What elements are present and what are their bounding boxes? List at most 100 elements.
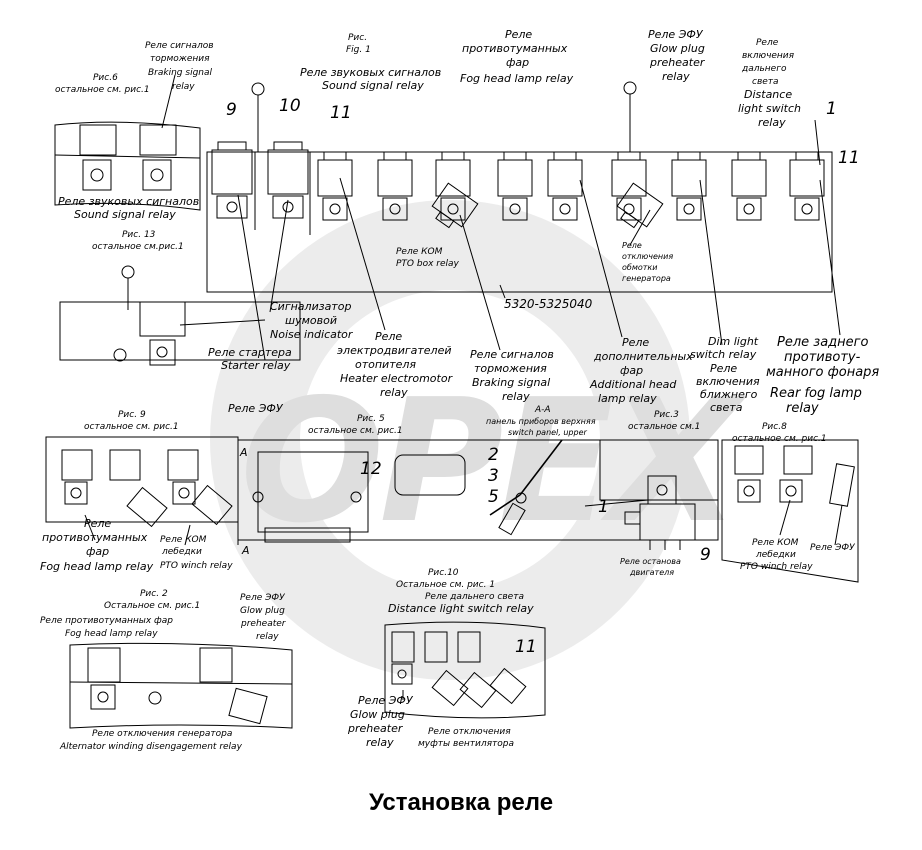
section-aa-labels: А-А панель приборов верхняя switch panel…: [239, 405, 596, 557]
angled-relay-efu: [616, 182, 664, 229]
relay-labels: Реле сигналов торможения Braking signal …: [40, 28, 879, 752]
rear-fog-ru-2: противоту-: [784, 350, 861, 365]
distance-en-1: Distance: [744, 88, 792, 101]
fig9-ref: Рис. 9: [118, 410, 146, 420]
distance-en-3: relay: [758, 116, 786, 129]
kom-winch8-ru-1: Реле КОМ: [752, 538, 799, 548]
relay: [731, 151, 767, 221]
section-mark-top: А: [239, 446, 248, 459]
callout-1-top: 1: [826, 99, 837, 119]
relay: [611, 151, 647, 221]
distance-ru-1: Реле: [756, 38, 779, 48]
fog-top-en: Fog head lamp relay: [460, 72, 574, 85]
callout-9-mid: 9: [700, 545, 711, 565]
heater-ru-1: Реле: [375, 330, 402, 343]
efu-fig2-en-2: preheater: [240, 619, 287, 629]
callout-1-mid: 1: [598, 497, 609, 517]
dim-ru-1: Реле: [710, 362, 737, 375]
efu-fig2-en-1: Glow plug: [240, 606, 285, 616]
fig1-ref-en: Fig. 1: [346, 45, 371, 55]
efu-fig2-ru: Реле ЭФУ: [240, 593, 285, 603]
distance-ru-3: дальнего: [741, 64, 787, 74]
gen-off-ru-2: отключения: [622, 252, 673, 261]
braking-mid-en-2: relay: [502, 390, 530, 403]
fig3-inset: [599, 439, 719, 550]
additional-en-2: lamp relay: [598, 392, 657, 405]
additional-ru-3: фар: [620, 364, 643, 377]
fig3-rest: остальное см.1: [628, 422, 700, 432]
kom-ru: Реле КОМ: [396, 247, 443, 257]
callout-9-top: 9: [226, 100, 237, 120]
distance-ru-2: включения: [742, 51, 795, 61]
alt-en: Alternator winding disengagement relay: [59, 742, 243, 752]
distance-fig10-en: Distance light switch relay: [388, 602, 534, 615]
rear-fog-ru-3: манного фонаря: [766, 365, 879, 380]
heater-en-1: Heater electromotor: [340, 372, 454, 385]
relay: [211, 141, 253, 219]
additional-ru-1: Реле: [622, 336, 649, 349]
heater-ru-2: электродвигателей: [337, 344, 451, 357]
efu-mid-ru: Реле ЭФУ: [228, 402, 284, 415]
efu-fig10-en-2: preheater: [347, 722, 404, 735]
angled-relay-kom: [431, 182, 479, 229]
noise-en: Noise indicator: [270, 328, 354, 341]
heater-en-2: relay: [380, 386, 408, 399]
fig9-inset: [45, 436, 239, 528]
callout-5: 5: [488, 487, 499, 507]
heater-ru-3: отопителя: [355, 358, 416, 371]
fog-fig2-ru: Реле противотуманных фар: [40, 616, 173, 626]
distance-en-2: light switch: [738, 102, 801, 115]
relay: [317, 151, 353, 221]
efu-fig10-ru: Реле ЭФУ: [358, 694, 414, 707]
fig2-rest: Остальное см. рис.1: [104, 601, 200, 611]
fig10-inset: [384, 621, 546, 719]
noise-ru-1: Сигнализатор: [270, 300, 351, 313]
gen-off-ru-1: Реле: [622, 241, 642, 250]
engine-stop-ru-2: двигателя: [629, 568, 674, 577]
page-title: Установка реле: [369, 789, 553, 816]
gen-off-ru-3: обмотки: [622, 263, 657, 272]
fig13-ref: Рис. 13: [122, 230, 156, 240]
callout-12: 12: [360, 459, 382, 479]
sound-fig6-en: Sound signal relay: [74, 208, 176, 221]
efu-top-ru: Реле ЭФУ: [648, 28, 704, 41]
connector-circle: [623, 81, 637, 95]
sound-label-en: Sound signal relay: [322, 79, 424, 92]
starter-ru: Реле стартера: [208, 346, 292, 359]
callout-3: 3: [488, 466, 499, 486]
kom-winch-en: PTO winch relay: [160, 561, 233, 571]
fan-ru-2: муфты вентилятора: [418, 739, 514, 749]
fig3-ref: Рис.3: [654, 410, 679, 420]
sound-label-ru: Реле звуковых сигналов: [300, 66, 441, 79]
gen-off-ru-4: генератора: [622, 274, 671, 283]
fog-fig2-en: Fog head lamp relay: [65, 629, 158, 639]
efu-top-en-2: preheater: [649, 56, 706, 69]
fog-top-ru-3: фар: [506, 56, 529, 69]
fog-fig9-ru-1: Реле: [84, 517, 111, 530]
dim-ru-3: ближнего: [700, 388, 758, 401]
section-mark-bottom: А: [241, 544, 250, 557]
section-aa-title: А-А: [534, 405, 551, 415]
callout-11-bottom: 11: [515, 637, 537, 657]
fig8-rest: остальное см. рис.1: [732, 434, 827, 444]
figure-references: Рис.6 остальное см. рис.1 Рис. Fig. 1 Ри…: [55, 33, 827, 611]
fig2-ref: Рис. 2: [140, 589, 168, 599]
braking-label-en-1: Braking signal: [148, 68, 213, 78]
kom-winch-ru-2: лебедки: [161, 547, 202, 557]
braking-mid-en-1: Braking signal: [472, 376, 550, 389]
fig6-inset: [54, 121, 201, 211]
relay: [377, 151, 413, 221]
braking-label-en-2: relay: [172, 82, 195, 92]
sound-fig6-ru: Реле звуковых сигналов: [58, 195, 199, 208]
efu-fig10-en-1: Glow plug: [350, 708, 405, 721]
fig2-inset: [69, 642, 293, 729]
fig8-inset: [721, 439, 859, 583]
braking-mid-ru-2: торможения: [474, 362, 547, 375]
dim-en-1: Dim light: [708, 335, 759, 348]
additional-en-1: Additional head: [589, 378, 677, 391]
fig13-inset: [59, 265, 301, 366]
alt-ru: Реле отключения генератора: [92, 729, 232, 739]
section-aa-text-ru: панель приборов верхняя: [486, 417, 596, 426]
efu-fig10-en-3: relay: [366, 736, 394, 749]
fig5-rest: остальное см. рис.1: [308, 426, 403, 436]
